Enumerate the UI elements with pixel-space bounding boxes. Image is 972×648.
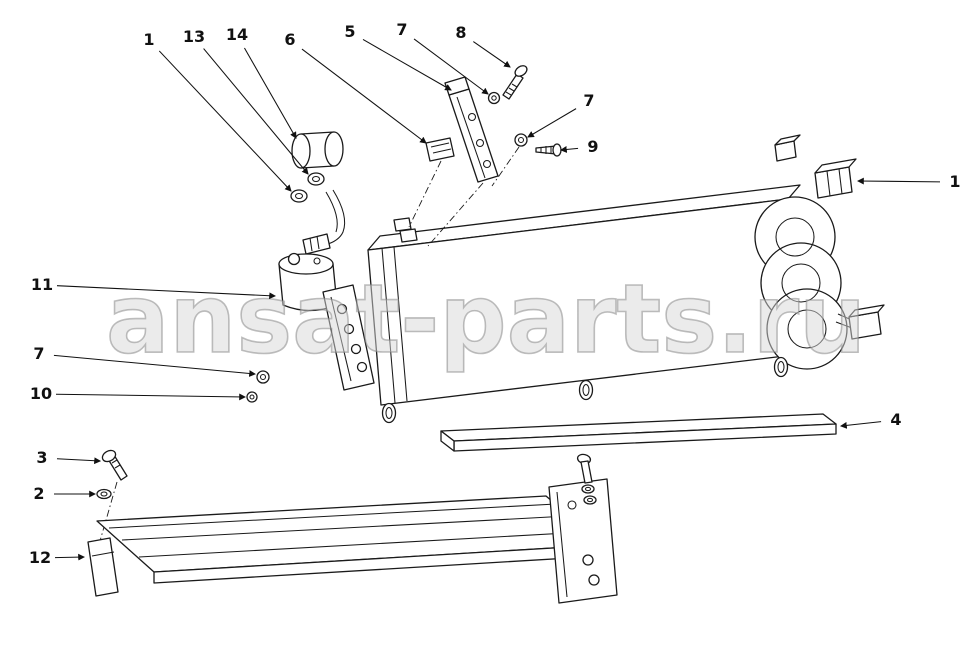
connector-blocks — [774, 134, 885, 340]
callout-14: 14 — [226, 25, 248, 44]
leader-line-11-10 — [56, 285, 277, 300]
leader-line-9-8 — [559, 146, 579, 153]
leader-line-7-11 — [53, 354, 257, 377]
callout-4: 4 — [890, 410, 901, 429]
screw-3 — [101, 449, 128, 481]
washer-2 — [96, 488, 112, 500]
tray-end-bracket — [548, 478, 618, 604]
callout-7: 7 — [396, 20, 407, 39]
nut-10 — [246, 391, 258, 403]
screw-right — [576, 453, 597, 505]
leader-line-1-9 — [856, 177, 941, 185]
clip-6 — [425, 137, 455, 162]
callout-7: 7 — [33, 344, 44, 363]
watermark: ansat-parts.ru — [106, 265, 866, 375]
motor-assembly — [278, 189, 375, 391]
leader-line-3-14 — [56, 457, 102, 465]
leader-line-7-7 — [527, 108, 577, 138]
bottom-tray — [87, 495, 604, 597]
callout-1: 1 — [143, 30, 154, 49]
leader-line-13-1 — [203, 48, 309, 175]
screw-9 — [535, 143, 562, 157]
callout-12: 12 — [29, 548, 51, 567]
leader-line-10-12 — [55, 393, 247, 401]
screw-8 — [502, 65, 528, 100]
callout-1: 1 — [949, 172, 960, 191]
leader-line-7-5 — [413, 38, 489, 95]
leader-line-4-13 — [839, 421, 882, 429]
washer-7-top — [487, 91, 501, 105]
support-bar — [440, 413, 837, 452]
callout-2: 2 — [33, 484, 44, 503]
leader-line-14-2 — [244, 47, 297, 139]
washer-13 — [307, 172, 325, 186]
callout-8: 8 — [455, 23, 466, 42]
leader-line-5-4 — [362, 39, 452, 91]
washer-7-left — [256, 370, 270, 384]
coil-tubes — [754, 196, 855, 370]
mounting-feet — [381, 356, 789, 424]
callout-9: 9 — [587, 137, 598, 156]
leader-line-12-16 — [54, 553, 86, 561]
leader-line-1-0 — [158, 50, 292, 192]
callout-11: 11 — [31, 275, 53, 294]
leader-line-6-3 — [301, 48, 427, 144]
callout-7: 7 — [583, 91, 594, 110]
callout-3: 3 — [36, 448, 47, 467]
cylinder-part — [291, 131, 344, 169]
callout-10: 10 — [30, 384, 52, 403]
callout-5: 5 — [344, 22, 355, 41]
heater-core — [367, 184, 802, 406]
washer-7-mid — [514, 133, 528, 147]
callout-6: 6 — [284, 30, 295, 49]
leader-line-8-6 — [473, 41, 511, 68]
washer-1 — [290, 189, 308, 203]
callout-13: 13 — [183, 27, 205, 46]
